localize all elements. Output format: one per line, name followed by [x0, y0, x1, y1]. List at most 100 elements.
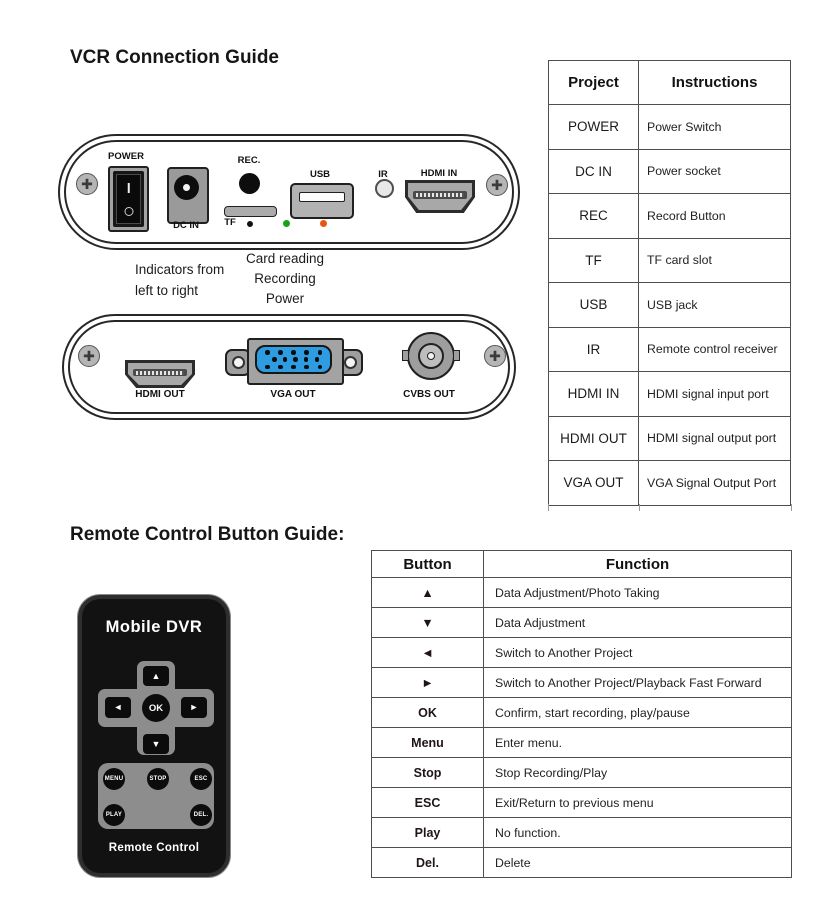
table-cell: Enter menu. — [483, 727, 792, 758]
up-arrow-icon: ▲ — [151, 670, 161, 681]
table-cell: HDMI OUT — [548, 415, 639, 461]
up-button: ▲ — [143, 666, 169, 686]
power-switch-rocker — [116, 174, 141, 224]
power-led — [320, 220, 327, 227]
table-cell: REC — [548, 193, 639, 239]
table-cell: Del. — [371, 847, 484, 878]
table-cell: POWER — [548, 104, 639, 150]
down-button: ▼ — [143, 734, 169, 754]
card-reading-led — [247, 221, 253, 227]
screw-icon: ✚ — [484, 345, 506, 367]
vga-out-label: VGA OUT — [270, 389, 316, 400]
table-cell: Power socket — [638, 148, 791, 194]
remote-brand-label: Mobile DVR — [105, 618, 203, 636]
stop-button: STOP — [147, 768, 169, 790]
table-cell: ▼ — [371, 607, 484, 638]
ir-receiver — [375, 179, 394, 198]
remote-control-diagram: Mobile DVR ▲ ▼ ◄ ► OK MENU STOP ESC PLAY… — [78, 595, 230, 877]
table-cell: USB jack — [638, 282, 791, 328]
vga-screw-hole — [343, 356, 357, 369]
indicators-note: Indicators from left to right — [135, 259, 245, 301]
vga-screw-hole — [231, 356, 245, 369]
indicators-list: Card reading Recording Power — [230, 249, 340, 309]
tf-label: TF — [224, 217, 236, 228]
column-header: Button — [371, 550, 484, 578]
hdmi-in-label: HDMI IN — [420, 168, 458, 179]
vga-pin-row — [265, 364, 322, 369]
usb-label: USB — [309, 169, 331, 180]
tf-card-slot — [224, 206, 277, 217]
vga-connector — [255, 345, 332, 374]
cvbs-lug — [402, 350, 409, 361]
hdmi-out-port — [125, 360, 195, 388]
table-cell: Remote control receiver — [638, 326, 791, 372]
table-row: ▼Data Adjustment — [371, 607, 792, 638]
cvbs-out-label: CVBS OUT — [403, 389, 455, 400]
table-cell: USB — [548, 282, 639, 328]
power-switch — [108, 166, 149, 232]
table-cell: ESC — [371, 787, 484, 818]
table-row: Del.Delete — [371, 847, 792, 878]
front-panel-inner-outline — [64, 140, 514, 244]
table-cell: Data Adjustment/Photo Taking — [483, 577, 792, 608]
table-header-row: Button Function — [371, 550, 792, 578]
table-cell: Switch to Another Project — [483, 637, 792, 668]
left-button: ◄ — [105, 697, 131, 718]
column-header: Function — [483, 550, 792, 578]
dc-jack-hole — [174, 175, 199, 200]
table-cell: ◄ — [371, 637, 484, 668]
table-cell: Data Adjustment — [483, 607, 792, 638]
power-on-mark — [127, 183, 130, 193]
left-arrow-icon: ◄ — [113, 702, 123, 712]
hdmi-in-port — [405, 180, 475, 213]
table-cell: OK — [371, 697, 484, 728]
del-button: DEL. — [190, 804, 212, 826]
usb-port — [290, 183, 354, 219]
column-header: Project — [548, 60, 639, 105]
table-cell: VGA Signal Output Port — [638, 460, 791, 506]
dc-jack-pin — [183, 184, 190, 191]
menu-button: MENU — [103, 768, 125, 790]
ir-label: IR — [378, 169, 388, 180]
table-cell: Switch to Another Project/Playback Fast … — [483, 667, 792, 698]
indicator-item: Recording — [254, 271, 316, 286]
down-arrow-icon: ▼ — [151, 738, 161, 749]
table-cell: ▲ — [371, 577, 484, 608]
table-header-row: Project Instructions — [548, 60, 791, 105]
screw-icon: ✚ — [486, 174, 508, 196]
remote-footer-label: Remote Control — [108, 842, 200, 854]
front-panel-diagram: ✚ ✚ POWER DC IN REC. TF USB IR H — [58, 134, 520, 250]
back-panel-inner-outline — [68, 320, 510, 414]
vga-pin-row — [265, 350, 322, 355]
rec-label: REC. — [237, 155, 261, 166]
hdmi-out-label: HDMI OUT — [135, 389, 185, 400]
ok-button: OK — [142, 694, 170, 722]
table-cell: IR — [548, 326, 639, 372]
power-label: POWER — [108, 151, 144, 162]
right-button: ► — [181, 697, 207, 718]
right-arrow-icon: ► — [189, 702, 199, 712]
vga-screw-ear — [225, 349, 251, 376]
dc-in-jack — [167, 167, 209, 224]
table-cutoff-stub — [548, 504, 792, 511]
page-title: VCR Connection Guide — [70, 47, 279, 68]
table-cell: HDMI signal input port — [638, 371, 791, 417]
table-cell: No function. — [483, 817, 792, 848]
table-row: ▲Data Adjustment/Photo Taking — [371, 577, 792, 608]
table-cell: Stop Recording/Play — [483, 757, 792, 788]
screw-icon: ✚ — [76, 173, 98, 195]
hdmi-pins — [136, 371, 184, 375]
usb-port-tongue — [299, 192, 345, 202]
